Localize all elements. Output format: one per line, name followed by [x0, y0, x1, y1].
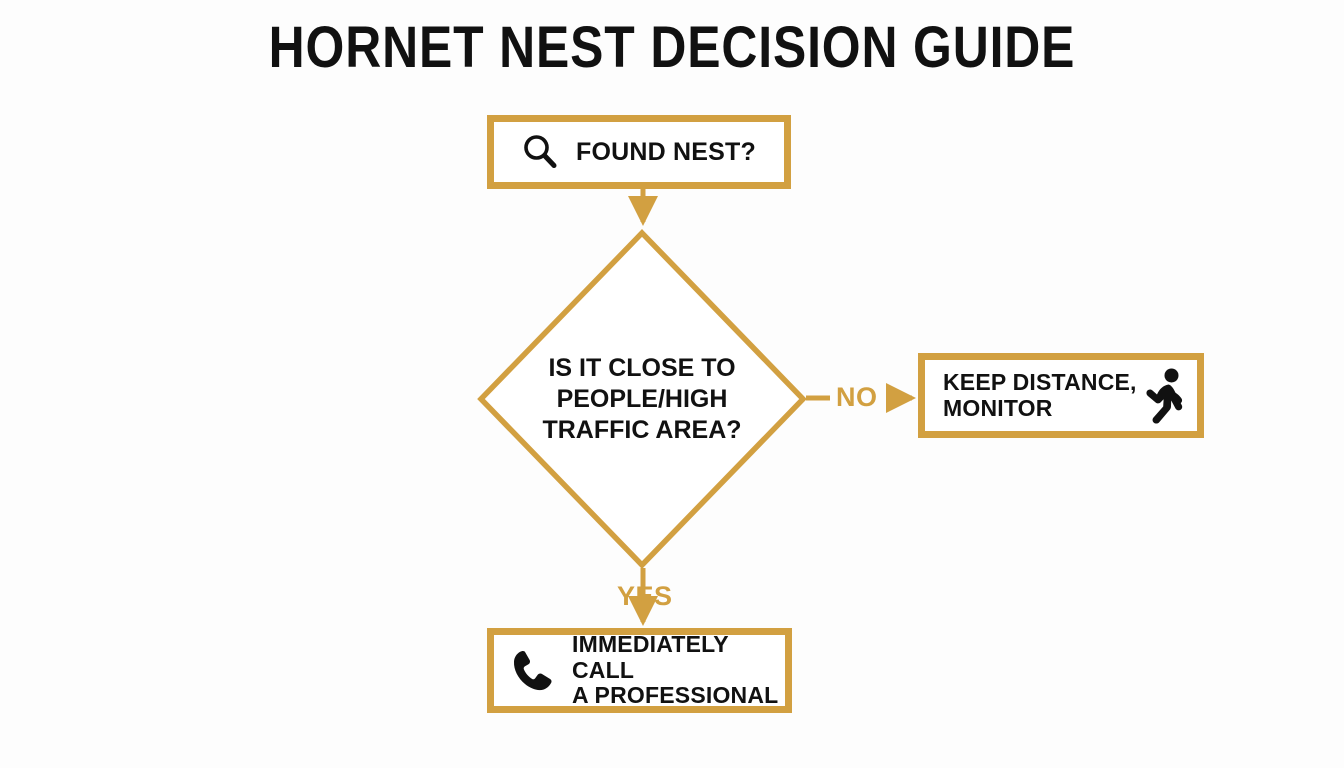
edge-label-yes: YES — [617, 581, 673, 611]
walking-person-icon — [1141, 367, 1189, 425]
node-call-professional-label: IMMEDIATELY CALL A PROFESSIONAL — [572, 630, 779, 709]
node-close-to-people-label: IS IT CLOSE TO PEOPLE/HIGH TRAFFIC AREA? — [542, 353, 742, 444]
page-title: HORNET NEST DECISION GUIDE — [268, 15, 1076, 80]
node-keep-distance-label: KEEP DISTANCE, MONITOR — [943, 368, 1137, 421]
node-found-nest[interactable]: FOUND NEST? — [487, 115, 791, 189]
magnifier-icon — [520, 132, 560, 172]
node-found-nest-label: FOUND NEST? — [576, 138, 756, 166]
phone-icon — [510, 648, 556, 694]
node-close-to-people[interactable]: IS IT CLOSE TO PEOPLE/HIGH TRAFFIC AREA? — [476, 228, 808, 570]
node-call-professional[interactable]: IMMEDIATELY CALL A PROFESSIONAL — [487, 628, 792, 713]
diamond-shape — [477, 229, 807, 569]
node-keep-distance[interactable]: KEEP DISTANCE, MONITOR — [918, 353, 1204, 438]
edge-label-no: NO — [836, 382, 878, 412]
